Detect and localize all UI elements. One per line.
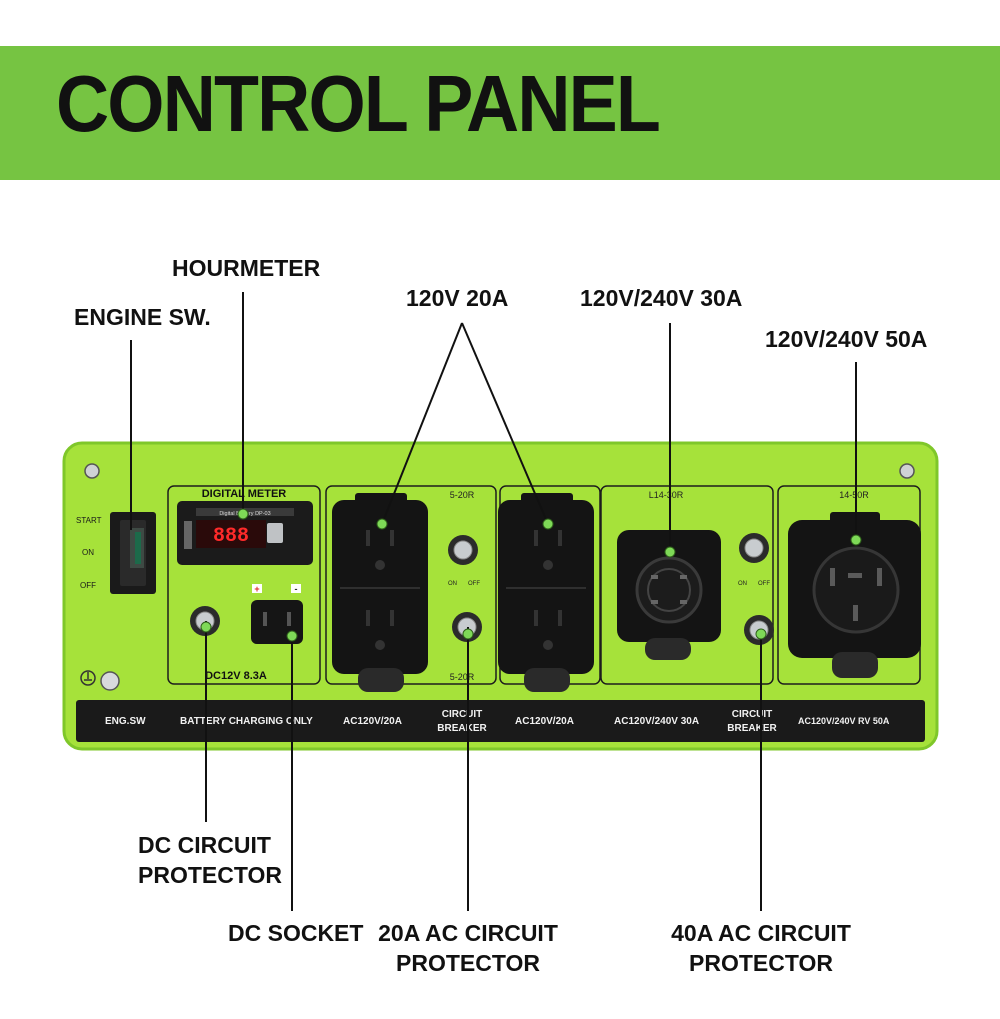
outlet-20a-2[interactable] (498, 493, 594, 692)
callout-dc-socket: DC SOCKET (228, 920, 364, 946)
outlet-code-14-50r: 14-50R (839, 490, 869, 500)
dc-rating-label: DC12V 8.3A (205, 670, 267, 682)
marker-dot (850, 534, 862, 546)
engine-switch[interactable] (110, 512, 156, 594)
callout-20a-protector-line1: 20A AC CIRCUIT (378, 920, 558, 946)
screw-icon (84, 463, 100, 479)
callout-outlet-50a: 120V/240V 50A (765, 326, 928, 352)
strip-breaker1-l2: BREAKER (437, 723, 487, 734)
ground-icon (80, 670, 120, 691)
switch-label-off: OFF (80, 581, 96, 590)
callout-outlet-20a: 120V 20A (406, 285, 509, 311)
marker-dot (200, 621, 212, 633)
switch-label-start: START (76, 516, 102, 525)
strip-battery: BATTERY CHARGING ONLY (180, 716, 313, 727)
callout-40a-protector-line2: PROTECTOR (689, 950, 833, 976)
callout-20a-protector: 20A AC CIRCUIT PROTECTOR (378, 918, 558, 978)
callout-engine-switch: ENGINE SW. (74, 304, 211, 330)
breaker-on-label-1: ON (448, 581, 457, 587)
marker-dot (237, 508, 249, 520)
callout-outlet-30a: 120V/240V 30A (580, 285, 743, 311)
marker-dot (376, 518, 388, 530)
outlet-code-5-20r-top: 5-20R (450, 490, 475, 500)
callout-dc-protector: DC CIRCUIT PROTECTOR (138, 830, 282, 890)
breaker-off-label-1: OFF (468, 581, 480, 587)
breaker-40a-top[interactable] (739, 533, 769, 563)
callout-40a-protector: 40A AC CIRCUIT PROTECTOR (671, 918, 851, 978)
breaker-off-label-2: OFF (758, 581, 770, 587)
marker-dot (286, 630, 298, 642)
strip-breaker1-l1: CIRCUIT (442, 709, 483, 720)
strip-ac240-30: AC120V/240V 30A (614, 716, 699, 727)
outlet-20a-1[interactable] (332, 493, 428, 692)
marker-dot (664, 546, 676, 558)
breaker-20a-top[interactable] (448, 535, 478, 565)
callout-hourmeter: HOURMETER (172, 255, 321, 281)
bottom-label-strip (76, 700, 925, 742)
title-banner (0, 46, 1000, 180)
strip-ac120-2: AC120V/20A (515, 716, 574, 727)
outlet-50a[interactable] (788, 512, 921, 678)
callout-40a-protector-line1: 40A AC CIRCUIT (671, 920, 851, 946)
meter-reading: 888 (213, 525, 249, 548)
switch-label-on: ON (82, 548, 94, 557)
page-title: CONTROL PANEL (56, 59, 661, 148)
marker-dot (755, 628, 767, 640)
marker-dot (542, 518, 554, 530)
callout-dc-protector-line2: PROTECTOR (138, 862, 282, 888)
breaker-on-label-2: ON (738, 581, 747, 587)
strip-breaker2-l1: CIRCUIT (732, 709, 773, 720)
strip-eng-sw: ENG.SW (105, 716, 146, 727)
callout-20a-protector-line2: PROTECTOR (396, 950, 540, 976)
svg-text:+: + (254, 584, 259, 594)
callout-markers (200, 508, 862, 642)
callout-dc-protector-line1: DC CIRCUIT (138, 832, 271, 858)
leader-lines (130, 292, 857, 911)
marker-dot (462, 628, 474, 640)
outlet-code-l14-30r: L14-30R (649, 490, 684, 500)
strip-ac120-1: AC120V/20A (343, 716, 402, 727)
strip-ac240-50: AC120V/240V RV 50A (798, 716, 890, 726)
screw-icon (899, 463, 915, 479)
strip-breaker2-l2: BREAKER (727, 723, 777, 734)
digital-meter-label: DIGITAL METER (202, 488, 287, 500)
outlet-30a-twist-lock[interactable] (617, 530, 721, 660)
outlet-code-5-20r-bottom: 5-20R (450, 672, 475, 682)
svg-text:-: - (295, 584, 298, 594)
